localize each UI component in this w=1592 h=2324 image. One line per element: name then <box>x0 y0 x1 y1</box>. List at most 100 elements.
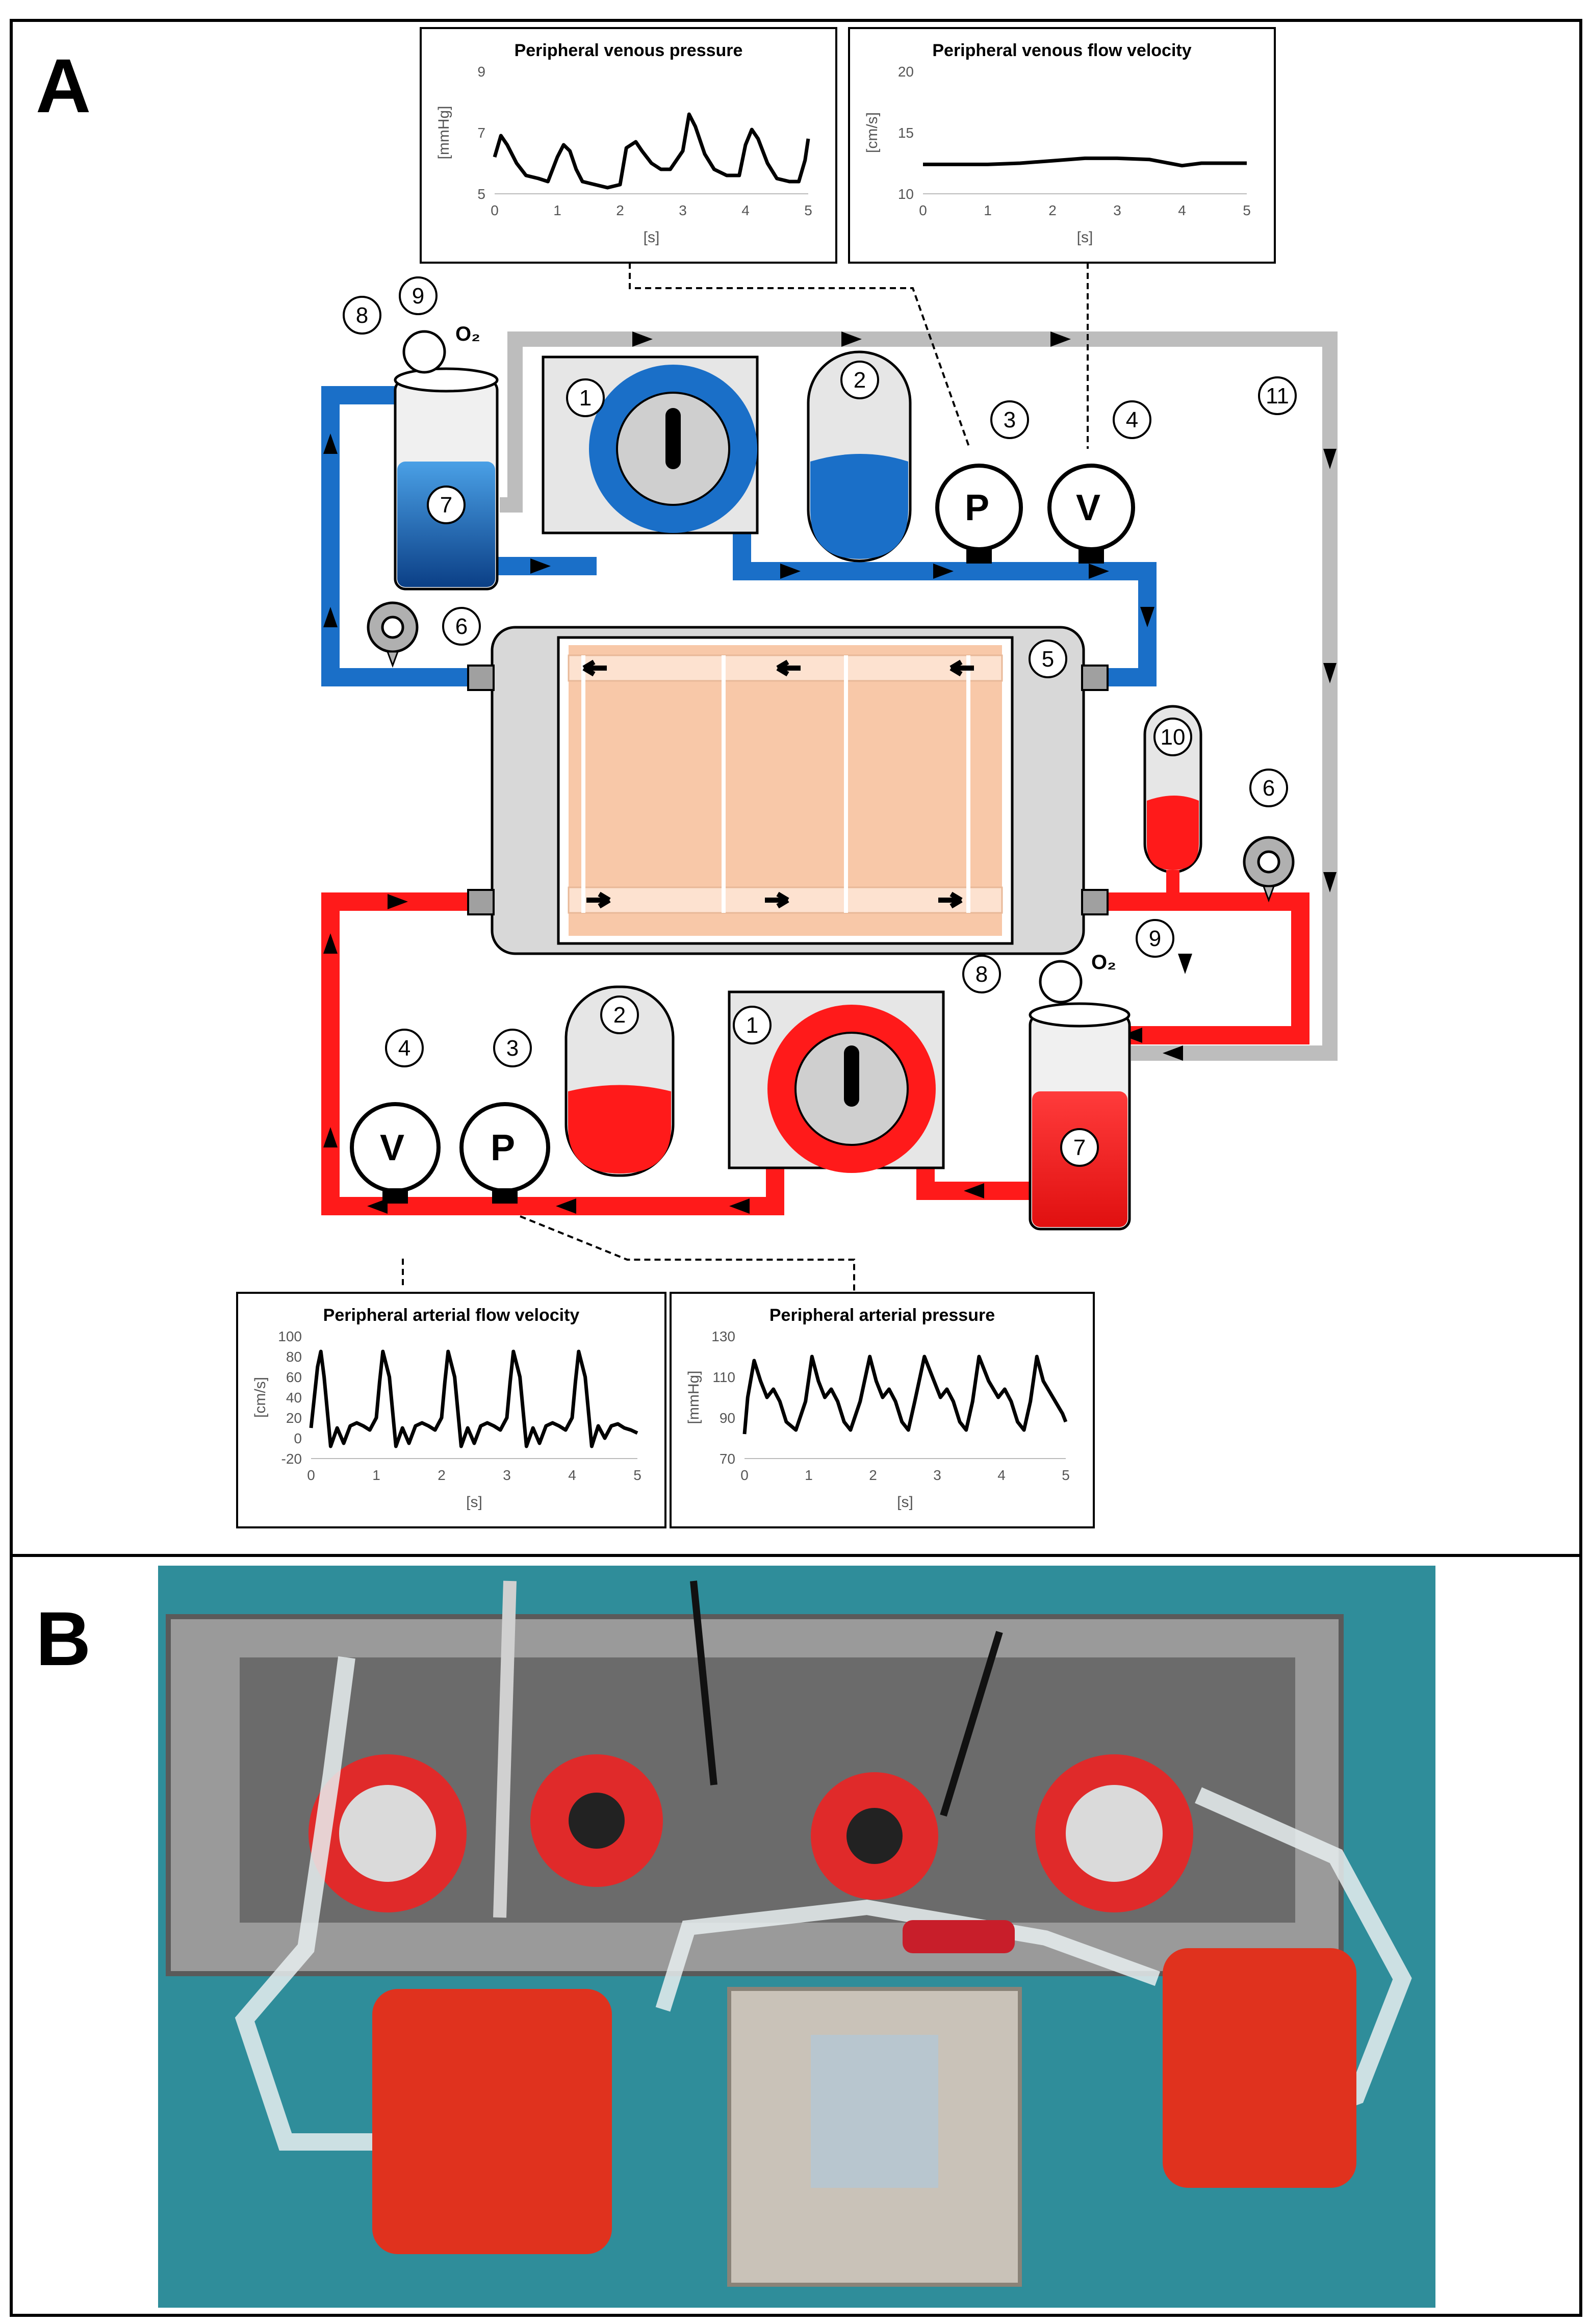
bubble-trap-connector <box>903 1920 1015 1953</box>
callout-number: 4 <box>1126 407 1138 432</box>
sensor-cable <box>940 1630 1003 1817</box>
x-axis-label: [s] <box>897 1494 913 1511</box>
venous-v-gauge-letter: V <box>1076 488 1100 528</box>
x-tick-label: 2 <box>616 202 624 218</box>
y-tick-label: 40 <box>286 1390 302 1406</box>
callout-number: 4 <box>398 1036 410 1061</box>
arterial-p-gauge-letter: P <box>491 1128 515 1168</box>
flow-arrow <box>323 607 338 627</box>
compliance-bottle-cap <box>1066 1785 1163 1882</box>
x-tick-label: 5 <box>1062 1467 1070 1483</box>
y-tick-label: 130 <box>711 1329 735 1344</box>
x-tick-label: 1 <box>372 1467 380 1483</box>
flow-arrow <box>632 331 653 347</box>
series-line <box>923 156 1247 168</box>
silicone-tube <box>235 1656 388 2151</box>
chart-connector-lines <box>402 263 1089 1295</box>
x-tick-label: 2 <box>438 1467 446 1483</box>
chart-frame <box>236 1292 666 1528</box>
callout-number: 1 <box>579 386 592 411</box>
flow-arrow <box>323 933 338 954</box>
valve-icon <box>367 601 419 668</box>
arterial-tube-in <box>1099 892 1309 1044</box>
flow-arrow <box>841 331 862 347</box>
oxygen-gauge-icon <box>402 330 446 374</box>
callout-number: 3 <box>506 1036 519 1061</box>
callout-number: 2 <box>854 368 866 393</box>
x-tick-label: 1 <box>984 202 992 218</box>
circuit-tubing <box>321 331 1338 1215</box>
callout-5: 5 <box>1029 640 1067 678</box>
series-line <box>493 112 810 190</box>
chart-title: Peripheral venous pressure <box>515 41 743 60</box>
callout-number: 6 <box>1263 776 1275 801</box>
y-axis-label: [cm/s] <box>252 1377 269 1418</box>
arterial-tube <box>321 892 784 1215</box>
x-tick-label: 3 <box>679 202 687 218</box>
sensor-cable <box>493 1580 517 1918</box>
flow-arrow <box>1323 449 1337 469</box>
callout-6: 6 <box>1249 769 1288 807</box>
y-tick-label: 7 <box>477 125 485 141</box>
chart-frame <box>848 27 1276 264</box>
pump-rotor-icon <box>665 408 681 469</box>
x-tick-label: 3 <box>1113 202 1121 218</box>
venous-reservoir <box>394 367 499 591</box>
x-tick-label: 1 <box>553 202 561 218</box>
flow-arrow <box>323 433 338 454</box>
x-tick-label: 0 <box>307 1467 315 1483</box>
pump-rotor-icon <box>844 1045 859 1107</box>
flow-arrow <box>1323 872 1337 892</box>
panel-b-frame <box>10 1554 1582 2317</box>
flow-arrow <box>933 564 954 579</box>
x-tick-label: 4 <box>568 1467 576 1483</box>
x-tick-label: 5 <box>1243 202 1251 218</box>
x-tick-label: 3 <box>503 1467 511 1483</box>
arterial-pressure-gauge <box>459 1102 550 1204</box>
arterial-reservoir <box>1029 1002 1131 1231</box>
flow-arrow <box>1122 1028 1142 1043</box>
venous-compliance-chamber <box>807 350 912 563</box>
y-axis-label: [cm/s] <box>864 112 881 153</box>
callout-number: 11 <box>1266 384 1289 408</box>
x-axis-label: [s] <box>1077 229 1093 246</box>
callout-10: 10 <box>1153 718 1192 756</box>
y-tick-label: 100 <box>278 1329 302 1344</box>
callout-number: 5 <box>1042 647 1054 672</box>
arterial-compliance-chamber <box>564 985 675 1177</box>
tissue-window <box>811 2035 938 2188</box>
flow-arrows <box>323 331 1337 1214</box>
o2-label: O₂ <box>455 323 480 345</box>
x-tick-label: 0 <box>919 202 927 218</box>
oxygen-sensor <box>569 1793 625 1849</box>
callout-2: 2 <box>840 361 879 399</box>
flow-arrow <box>388 894 408 909</box>
venous-p-gauge-letter: P <box>965 488 989 528</box>
callout-6: 6 <box>442 607 481 646</box>
gas-line-tube <box>500 331 1338 1061</box>
series-line <box>742 1355 1068 1435</box>
flow-arrow <box>1178 954 1192 974</box>
x-tick-label: 5 <box>804 202 812 218</box>
compliance-bottle-cap <box>339 1785 436 1882</box>
oxygen-sensor <box>846 1808 903 1864</box>
silicone-tube <box>655 1899 1161 2012</box>
chart-title: Peripheral arterial flow velocity <box>323 1306 580 1325</box>
callout-4: 4 <box>1113 400 1151 439</box>
panel-label-b: B <box>36 1596 91 1681</box>
callout-7: 7 <box>427 486 466 524</box>
y-tick-label: 15 <box>898 125 914 141</box>
callout-number: 8 <box>356 303 368 328</box>
callout-3: 3 <box>493 1029 532 1067</box>
arterial-tube-pump <box>916 1165 1033 1200</box>
callout-7: 7 <box>1060 1128 1099 1167</box>
x-tick-label: 2 <box>869 1467 877 1483</box>
callout-8: 8 <box>962 955 1001 993</box>
flow-arrow <box>1050 331 1071 347</box>
arterial-v-gauge-letter: V <box>380 1128 404 1168</box>
x-tick-label: 1 <box>805 1467 813 1483</box>
callout-1: 1 <box>566 378 605 417</box>
